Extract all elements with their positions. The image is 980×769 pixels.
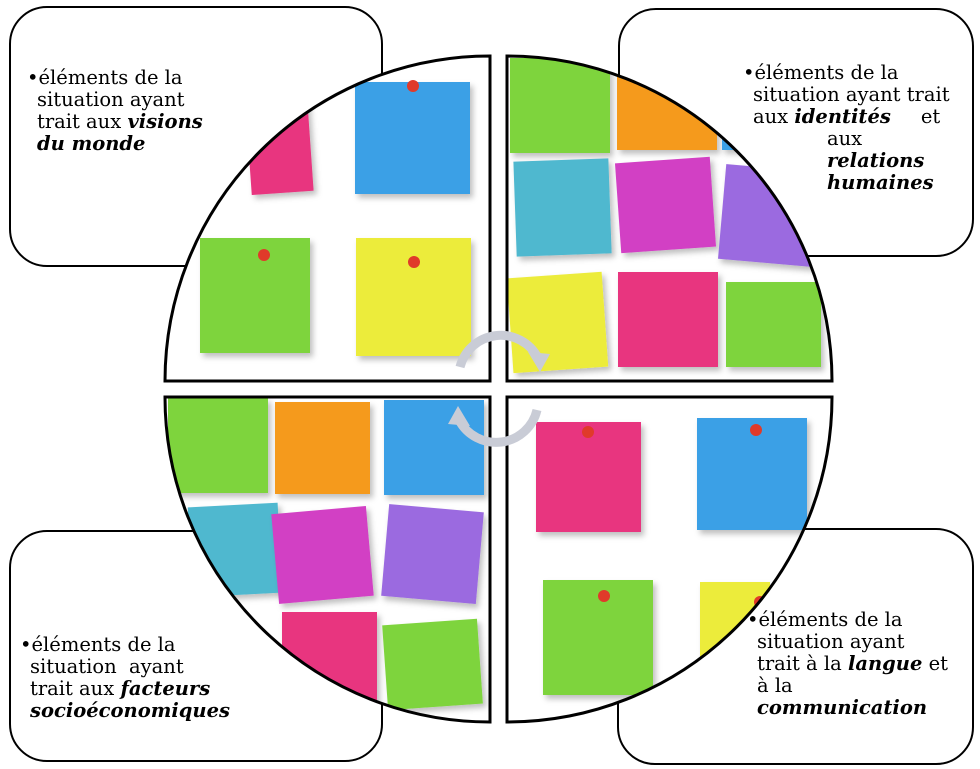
- sticky-note: [382, 618, 483, 711]
- sticky-note: [507, 271, 609, 374]
- push-pin: [408, 256, 420, 268]
- sticky-note: [697, 418, 807, 530]
- cycle-arrows-icon: [455, 330, 542, 447]
- push-pin: [258, 249, 270, 261]
- sticky-note: [384, 400, 484, 495]
- sticky-note: [244, 85, 314, 196]
- sticky-note: [726, 282, 821, 367]
- push-pin: [407, 80, 419, 92]
- sticky-note: [617, 60, 717, 150]
- sticky-note: [513, 158, 612, 257]
- bottom-right-text: •éléments de la situation ayant trait à …: [747, 608, 948, 719]
- push-pin: [582, 426, 594, 438]
- quadrant-outlines: [163, 54, 834, 724]
- top-left-quadrant: [165, 56, 490, 381]
- push-pin: [750, 424, 762, 436]
- bottom-left-quadrant: [165, 397, 490, 722]
- sticky-note: [510, 58, 610, 153]
- bottom-right-quadrant: [507, 397, 832, 722]
- bottom-left-text: •éléments de la situation ayant trait au…: [20, 633, 230, 722]
- top-right-text: •éléments de la situation ayant trait au…: [743, 61, 950, 194]
- arrow-head-icon: [448, 406, 470, 426]
- sticky-note: [614, 156, 717, 254]
- bullet: •: [20, 633, 32, 656]
- bullet: •: [27, 66, 39, 89]
- push-pin: [598, 590, 610, 602]
- sticky-note: [200, 238, 310, 353]
- sticky-note: [381, 504, 484, 605]
- sticky-note: [168, 398, 268, 493]
- sticky-note: [536, 422, 641, 532]
- sticky-note: [271, 505, 374, 604]
- bullet: •: [743, 61, 755, 84]
- arrow-head-icon: [528, 352, 550, 372]
- sticky-note: [275, 402, 370, 494]
- sticky-note: [543, 580, 653, 695]
- top-left-text: •éléments de la situation ayant trait au…: [27, 66, 203, 155]
- sticky-note: [356, 238, 471, 356]
- bullet: •: [747, 608, 759, 631]
- sticky-note: [355, 82, 470, 194]
- sticky-note: [618, 272, 718, 367]
